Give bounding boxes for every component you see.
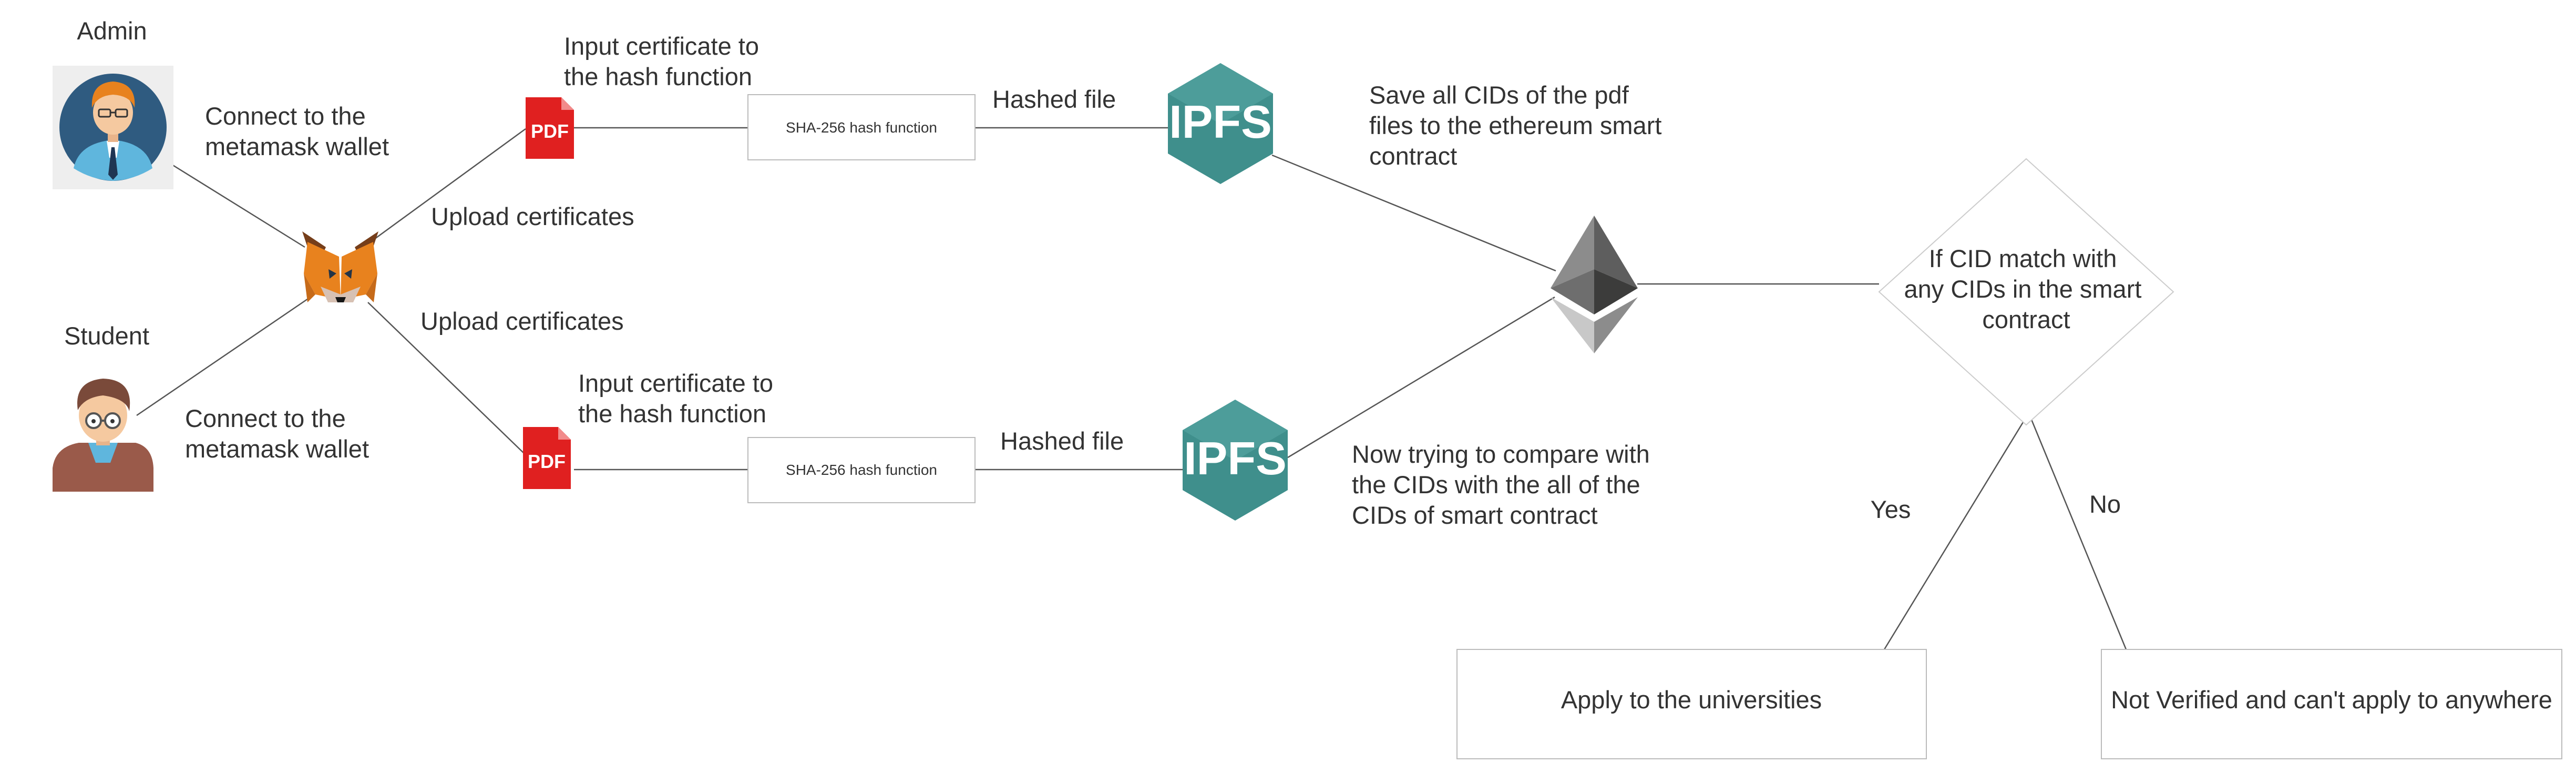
no-label: No [2089,490,2121,518]
pdf-label-top: PDF [531,120,569,142]
edge-metamask-pdf-top [370,128,526,243]
upload-note-top: Upload certificates [431,202,634,230]
hash-box-bottom-label: SHA-256 hash function [786,462,937,478]
yes-label: Yes [1871,495,1911,523]
pdf-file-icon-bottom: PDF [523,427,571,489]
ipfs-label-bottom: IPFS [1184,432,1287,484]
student-actor: Student Connect to the metamask wallet [53,322,369,492]
save-cids-note: Save all CIDs of the pdf files to the et… [1369,81,1668,170]
upload-note-bottom: Upload certificates [420,307,624,335]
admin-label: Admin [77,17,147,45]
ipfs-hexagon-icon-bottom: IPFS [1183,400,1288,521]
outcome-no-box: Not Verified and can't apply to anywhere [2101,649,2562,759]
ipfs-hexagon-icon-top: IPFS [1168,63,1273,184]
hashed-note-bottom: Hashed file [1000,427,1124,455]
compare-note: Now trying to compare with the CIDs with… [1352,440,1657,529]
decision-text: If CID match with any CIDs in the smart … [1904,245,2149,333]
edge-ipfs-ethereum-bottom [1287,296,1555,459]
hash-box-bottom: SHA-256 hash function [747,437,976,503]
edge-student-metamask [136,294,313,416]
edge-decision-yes [1883,412,2030,650]
ipfs-label-top: IPFS [1169,96,1272,148]
hash-box-top: SHA-256 hash function [747,94,976,160]
pdf-label-bottom: PDF [528,451,566,472]
student-avatar-icon [53,379,153,492]
admin-avatar-icon [53,66,173,189]
outcome-no-text: Not Verified and can't apply to anywhere [2111,686,2552,714]
edge-ipfs-ethereum-top [1271,154,1556,272]
admin-actor: Admin Connect to the metamask wallet [53,17,389,189]
hash-box-top-label: SHA-256 hash function [786,119,937,136]
outcome-yes-text: Apply to the universities [1561,686,1822,714]
admin-connect-note: Connect to the metamask wallet [205,102,389,160]
edge-admin-metamask [152,151,305,248]
decision-diamond: If CID match with any CIDs in the smart … [1878,158,2174,426]
hashed-note-top: Hashed file [992,85,1116,113]
edge-decision-no [2030,419,2127,650]
input-note-top: Input certificate to the hash function [564,32,766,90]
student-label: Student [64,322,149,350]
input-note-bottom: Input certificate to the hash function [578,369,780,428]
edge-metamask-pdf-bottom [367,302,526,455]
metamask-fox-icon [302,231,378,302]
pdf-file-icon-top: PDF [526,97,574,159]
edges [136,127,2127,650]
outcome-yes-box: Apply to the universities [1456,649,1927,759]
student-connect-note: Connect to the metamask wallet [185,404,369,463]
ethereum-icon [1551,216,1638,353]
